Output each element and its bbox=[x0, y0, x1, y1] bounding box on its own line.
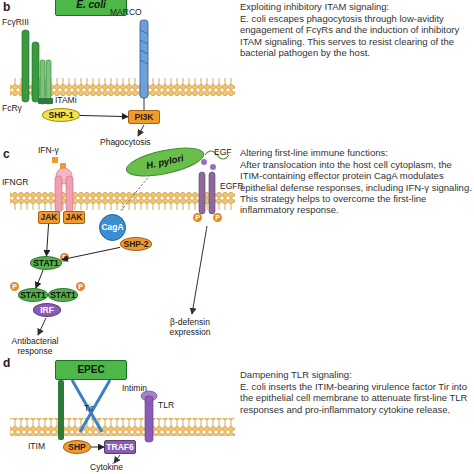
cell-membrane bbox=[10, 418, 235, 436]
phosphate-mark: P bbox=[10, 282, 19, 291]
protein-oval: SHP bbox=[63, 440, 91, 454]
protein-name: PI3K bbox=[135, 113, 154, 122]
protein-name: STAT1 bbox=[50, 291, 76, 300]
protein-oval: H. pylori bbox=[123, 142, 206, 182]
protein-name: E. coli bbox=[76, 0, 105, 10]
phosphate-mark: P bbox=[76, 282, 85, 291]
receptor-name: FcγRIII bbox=[2, 18, 29, 28]
egf-molecule bbox=[201, 159, 207, 165]
outcome-label: Antibacterial response bbox=[2, 337, 68, 357]
cytokine-molecule bbox=[52, 157, 58, 163]
protein-box: EPEC bbox=[55, 360, 127, 380]
panel-letter: d bbox=[3, 357, 10, 371]
motif-name: ITAMi bbox=[55, 96, 77, 106]
protein-name: Intimin bbox=[122, 384, 147, 394]
outcome-label: Phagocytosis bbox=[100, 138, 151, 148]
signal-arrow bbox=[46, 224, 48, 256]
protein-oval: IRF bbox=[33, 303, 61, 317]
panel-heading: Exploiting inhibitory ITAM signaling: bbox=[240, 1, 472, 12]
protein-oval: SHP-1 bbox=[42, 108, 80, 122]
itam-motif bbox=[38, 98, 53, 104]
signal-arrow bbox=[36, 270, 43, 288]
protein-name: IRF bbox=[40, 306, 54, 315]
protein-name: Tir bbox=[84, 404, 94, 414]
signal-arrow bbox=[80, 115, 128, 116]
protein-box: PI3K bbox=[128, 110, 160, 124]
panel-heading: Altering first-line immune functions: bbox=[240, 147, 472, 158]
intimin-tir bbox=[72, 380, 102, 432]
panel-letter: b bbox=[3, 1, 10, 15]
receptor-name: MARCO bbox=[110, 8, 142, 18]
protein-name: STAT1 bbox=[33, 259, 59, 268]
signal-wire bbox=[144, 98, 145, 110]
panel-description: E. coli inserts the ITIM-bearing virulen… bbox=[240, 381, 472, 415]
protein-box: JAK bbox=[38, 211, 60, 224]
protein-name: EPEC bbox=[77, 365, 104, 375]
protein-oval: STAT1 bbox=[30, 256, 62, 270]
phosphate-mark: P bbox=[213, 213, 222, 222]
ifn-receptor bbox=[66, 176, 73, 212]
ligand-name: EGF bbox=[214, 148, 231, 158]
fc-receptor bbox=[32, 42, 39, 102]
outcome-label: Cytokine bbox=[90, 463, 123, 473]
phosphate-mark: P bbox=[60, 253, 69, 262]
tir-anchor bbox=[58, 380, 64, 440]
translocation-line bbox=[120, 175, 150, 212]
signal-arrow bbox=[91, 447, 104, 448]
panel-heading: Dampening TLR signaling: bbox=[240, 369, 472, 380]
signal-arrow bbox=[114, 455, 120, 463]
phosphate-mark: P bbox=[193, 213, 202, 222]
protein-name: SHP-2 bbox=[123, 240, 148, 249]
scavenger-receptor bbox=[140, 20, 148, 98]
protein-name: JAK bbox=[65, 213, 82, 222]
outcome-label: β-defensin expression bbox=[150, 318, 230, 338]
protein-name: JAK bbox=[40, 213, 57, 222]
panel-description: After translocation into the host cell c… bbox=[240, 159, 472, 215]
receptor-name: FcRγ bbox=[2, 104, 22, 114]
protein-oval: SHP-2 bbox=[120, 237, 152, 251]
panel-letter: c bbox=[3, 148, 10, 162]
protein-name: SHP-1 bbox=[48, 111, 73, 120]
signal-arrow bbox=[138, 125, 144, 136]
panel-description: E. coli escapes phagocytosis through low… bbox=[240, 13, 472, 58]
protein-name: TRAF6 bbox=[106, 443, 133, 452]
ifn-receptor bbox=[55, 176, 62, 212]
toll-like-receptor bbox=[145, 396, 153, 442]
protein-name: CagA bbox=[101, 223, 123, 232]
receptor-name: TLR bbox=[158, 401, 174, 411]
motif-name: ITIM bbox=[28, 442, 45, 452]
receptor-stripes bbox=[140, 30, 148, 64]
protein-name: STAT1 bbox=[20, 291, 46, 300]
protein-name: H. pylori bbox=[145, 153, 184, 170]
egf-molecule bbox=[210, 164, 216, 170]
egf-receptor bbox=[199, 172, 205, 214]
signal-arrow bbox=[62, 247, 120, 259]
intimin-tir bbox=[80, 380, 110, 432]
protein-oval: CagA bbox=[99, 214, 126, 241]
protein-box: JAK bbox=[63, 211, 85, 224]
fc-receptor bbox=[22, 30, 29, 102]
protein-box: TRAF6 bbox=[104, 440, 136, 454]
signal-arrow bbox=[38, 318, 46, 335]
fc-gamma-chain bbox=[40, 60, 45, 104]
protein-oval: STAT1 bbox=[18, 288, 48, 302]
ligand-name: IFN-γ bbox=[38, 146, 59, 156]
receptor-name: IFNGR bbox=[2, 178, 28, 188]
egf-receptor bbox=[209, 172, 215, 214]
signal-arrow bbox=[192, 226, 207, 314]
fc-gamma-chain bbox=[46, 60, 51, 104]
protein-name: SHP bbox=[68, 443, 85, 452]
protein-oval: STAT1 bbox=[48, 288, 78, 302]
